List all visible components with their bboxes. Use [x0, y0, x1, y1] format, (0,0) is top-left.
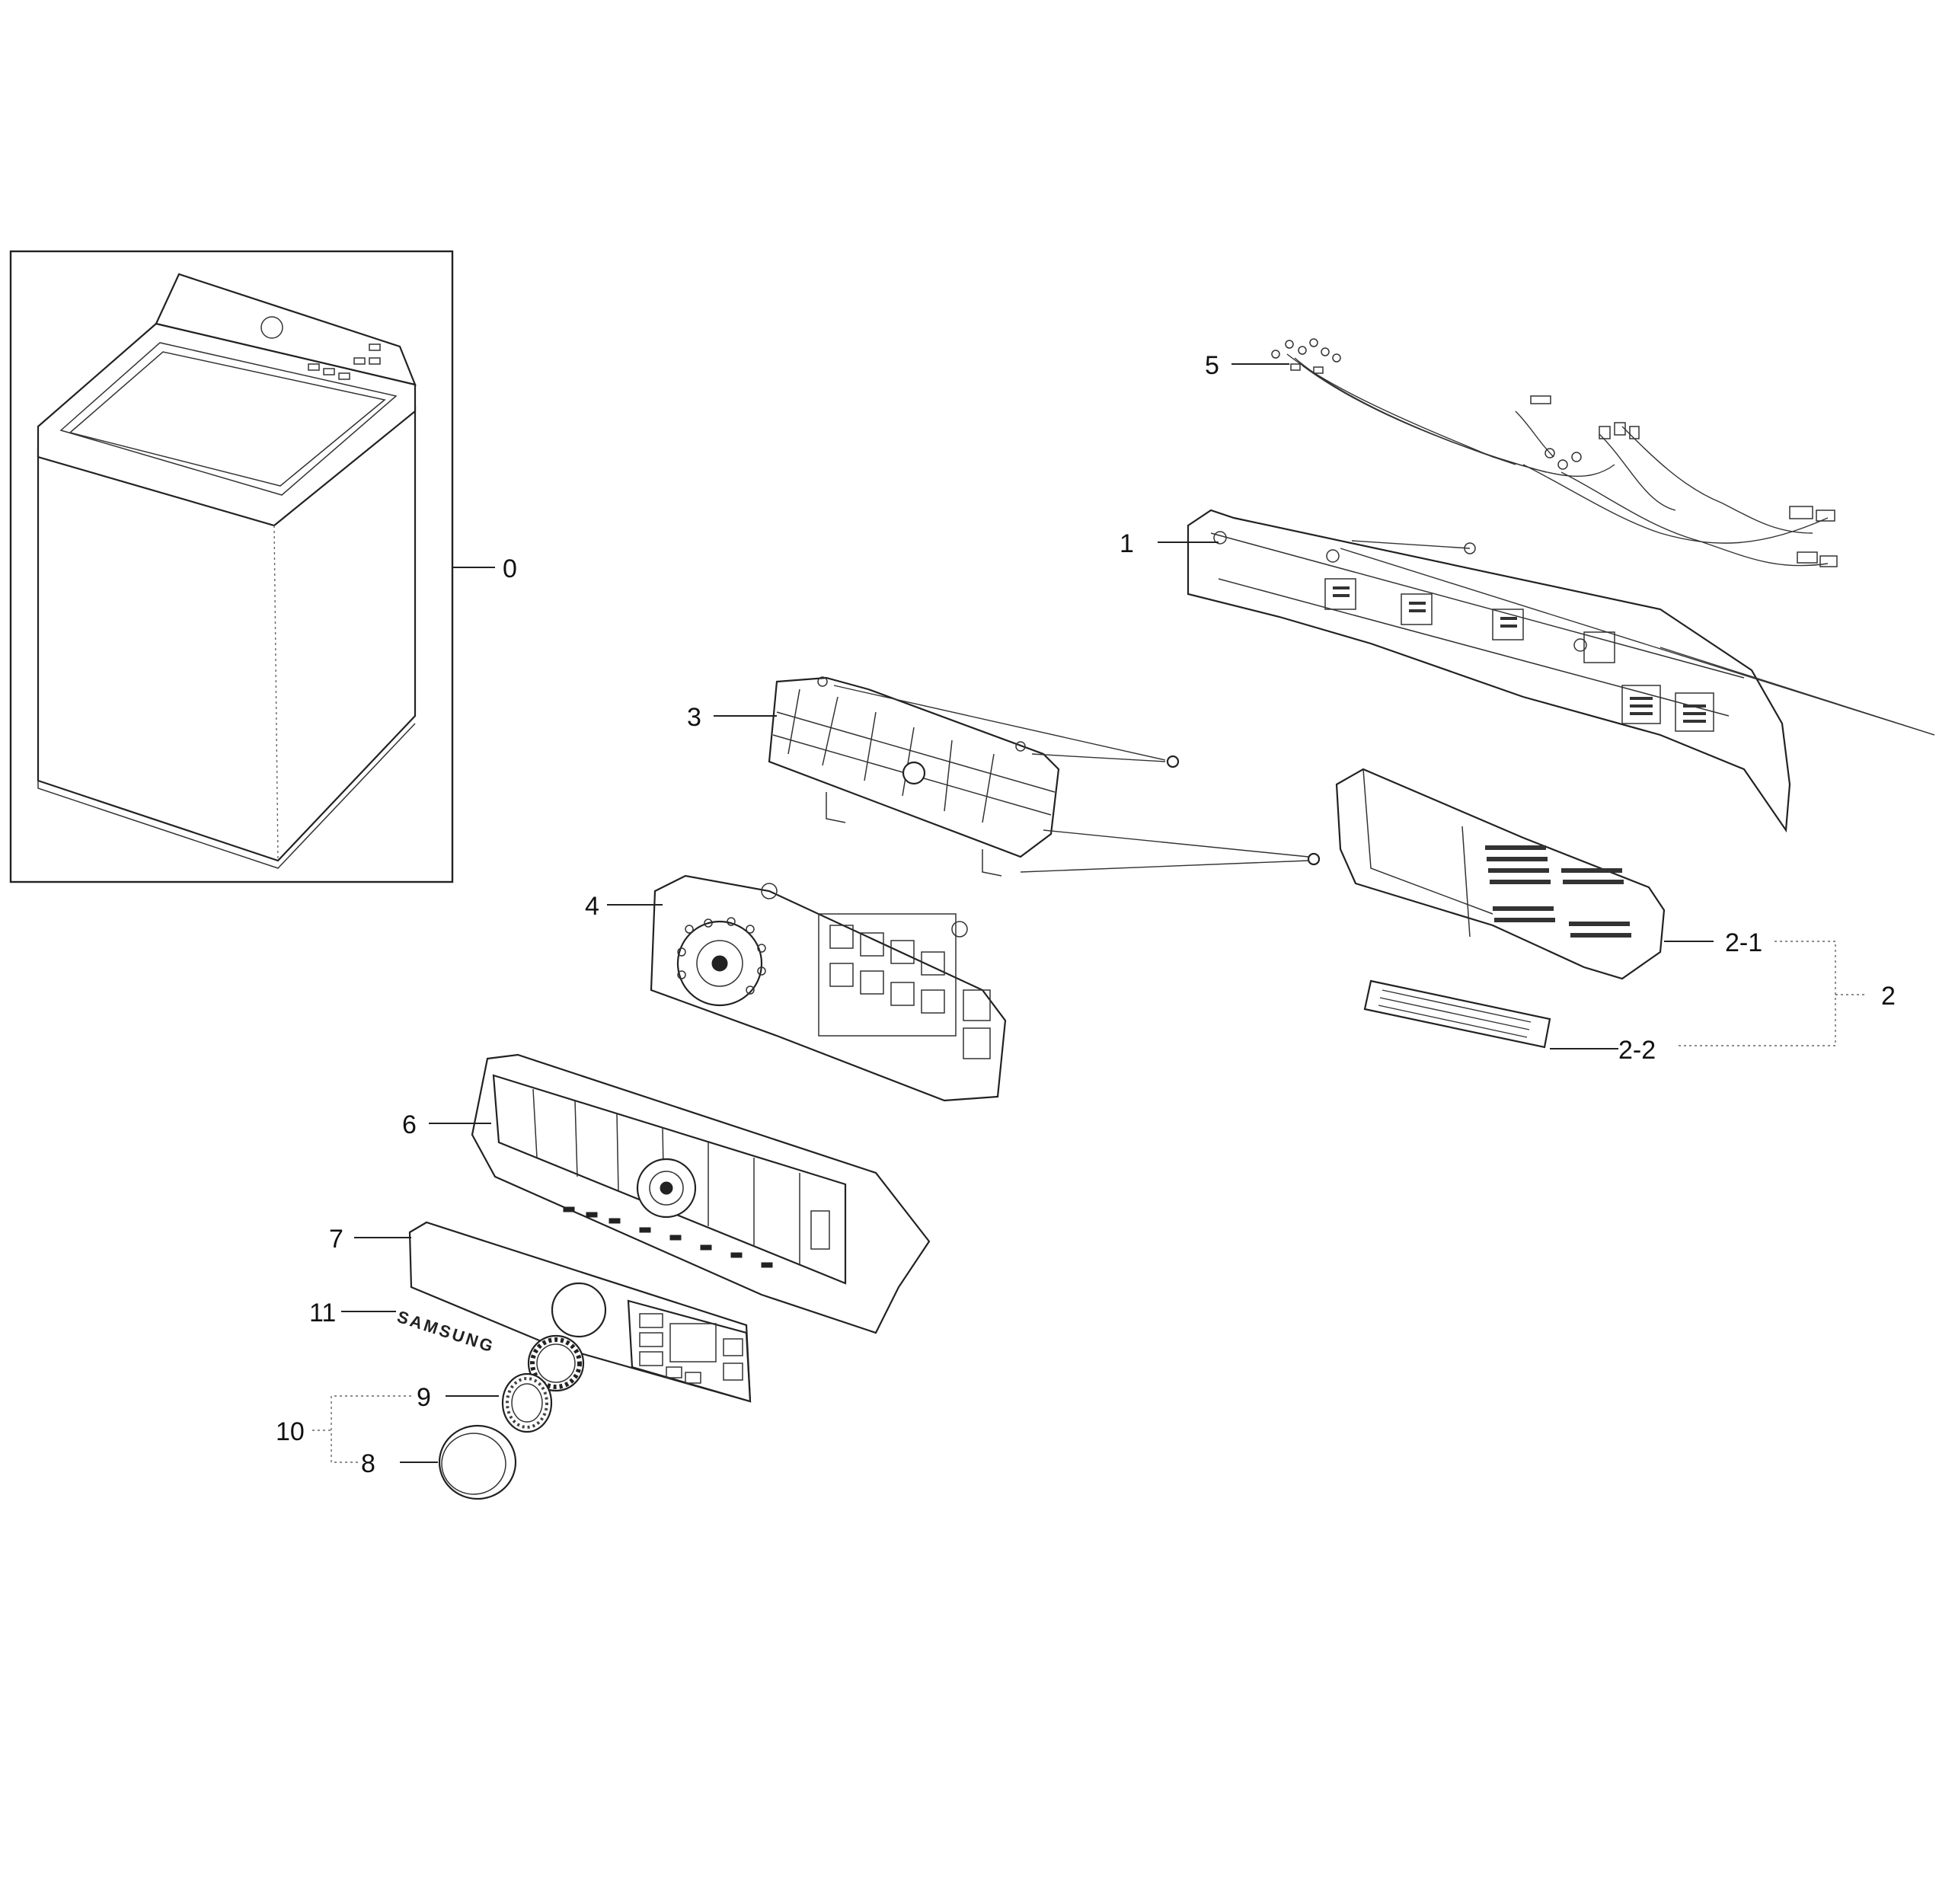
control-panel-housing [471, 1053, 931, 1334]
knob-ring [501, 1334, 585, 1433]
callout-4: 4 [585, 892, 599, 921]
control-panel-overlay [408, 1221, 752, 1403]
callout-0: 0 [503, 554, 517, 583]
pcb-cover [768, 676, 1321, 877]
callout-9: 9 [417, 1383, 431, 1412]
callout-11: 11 [309, 1299, 336, 1327]
callout-7: 7 [329, 1225, 343, 1254]
callout-2-2: 2-2 [1618, 1036, 1656, 1065]
callout-leaders [312, 363, 1866, 1463]
relay-box [1335, 768, 1666, 980]
wire-harness [1271, 338, 1838, 567]
main-pcb [650, 874, 1007, 1102]
control-bracket [1187, 509, 1935, 833]
callout-10: 10 [276, 1417, 305, 1446]
knob-cap [438, 1424, 517, 1500]
callout-5: 5 [1205, 351, 1219, 380]
callout-labels: 0 1 2 2-1 2-2 3 4 5 6 7 8 9 10 11 [276, 351, 1896, 1478]
callout-3: 3 [687, 703, 701, 732]
callout-2: 2 [1881, 982, 1896, 1011]
washer-assembly [9, 250, 454, 883]
warning-label [1363, 979, 1551, 1049]
callout-1: 1 [1120, 529, 1134, 558]
callout-6: 6 [402, 1110, 417, 1139]
callout-2-1: 2-1 [1725, 928, 1762, 957]
callout-8: 8 [361, 1449, 375, 1478]
